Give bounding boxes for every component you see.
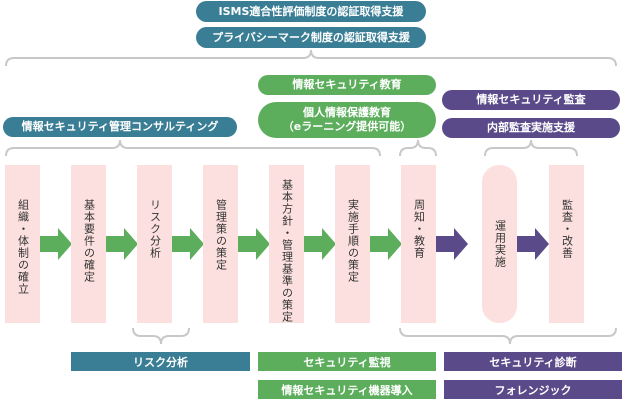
flow-arrows [40,228,549,260]
bracket-bottom-operations [399,327,617,345]
step-label: 運用実施 [493,220,507,268]
step-label: リスク分析 [148,199,162,259]
arrow-6 [370,228,402,260]
forensics-service: フォレンジック [444,380,622,399]
step-audit-improve: 監査・改善 [549,165,584,323]
security-consulting-label: 情報セキュリティ管理コンサルティング [3,117,237,137]
privacy-education-label: 個人情報保護教育 （eラーニング提供可能） [258,102,436,138]
arrow-3 [172,228,204,260]
privacy-mark-support-label: プライバシーマーク制度の認証取得支援 [196,27,426,48]
step-label: 周知・教育 [412,199,426,259]
security-audit-label: 情報セキュリティ監査 [442,90,620,110]
equipment-install-service: 情報セキュリティ機器導入 [258,380,436,399]
bracket-bottom-risk [132,327,190,345]
step-control-measures: 管理策の策定 [203,165,238,323]
arrow-7 [436,228,468,260]
step-education: 周知・教育 [401,165,436,323]
step-procedures: 実施手順の策定 [335,165,370,323]
isms-support-label: ISMS適合性評価制度の認証取得支援 [196,1,426,22]
bracket-top-all [5,49,617,67]
step-label: 実施手順の策定 [346,199,360,283]
arrow-5 [304,228,336,260]
step-label: 監査・改善 [560,199,574,259]
security-monitoring-service: セキュリティ監視 [258,352,436,371]
step-operation: 運用実施 [482,165,517,323]
arrow-4 [238,228,270,260]
arrow-8 [517,228,549,260]
step-label: 基本要件の確定 [82,199,96,283]
step-label: 基本方針・管理基準の策定 [280,179,294,323]
step-organization: 組織・体制の確立 [5,165,40,323]
bracket-consulting [5,139,381,157]
arrow-2 [106,228,138,260]
arrow-1 [40,228,72,260]
brackets [5,49,617,345]
step-label: 組織・体制の確立 [16,199,30,295]
risk-analysis-service: リスク分析 [71,352,250,371]
step-risk-analysis: リスク分析 [137,165,172,323]
step-basic-requirements: 基本要件の確定 [71,165,106,323]
internal-audit-label: 内部監査実施支援 [442,118,620,138]
bracket-audit [484,139,578,157]
security-education-label: 情報セキュリティ教育 [258,75,436,95]
privacy-education-line2: （eラーニング提供可能） [282,120,412,133]
security-diagnosis-service: セキュリティ診断 [444,352,622,371]
bracket-education [399,139,437,157]
step-policy-standards: 基本方針・管理基準の策定 [269,165,304,323]
privacy-education-line1: 個人情報保護教育 [303,106,391,120]
step-label: 管理策の策定 [214,199,228,271]
